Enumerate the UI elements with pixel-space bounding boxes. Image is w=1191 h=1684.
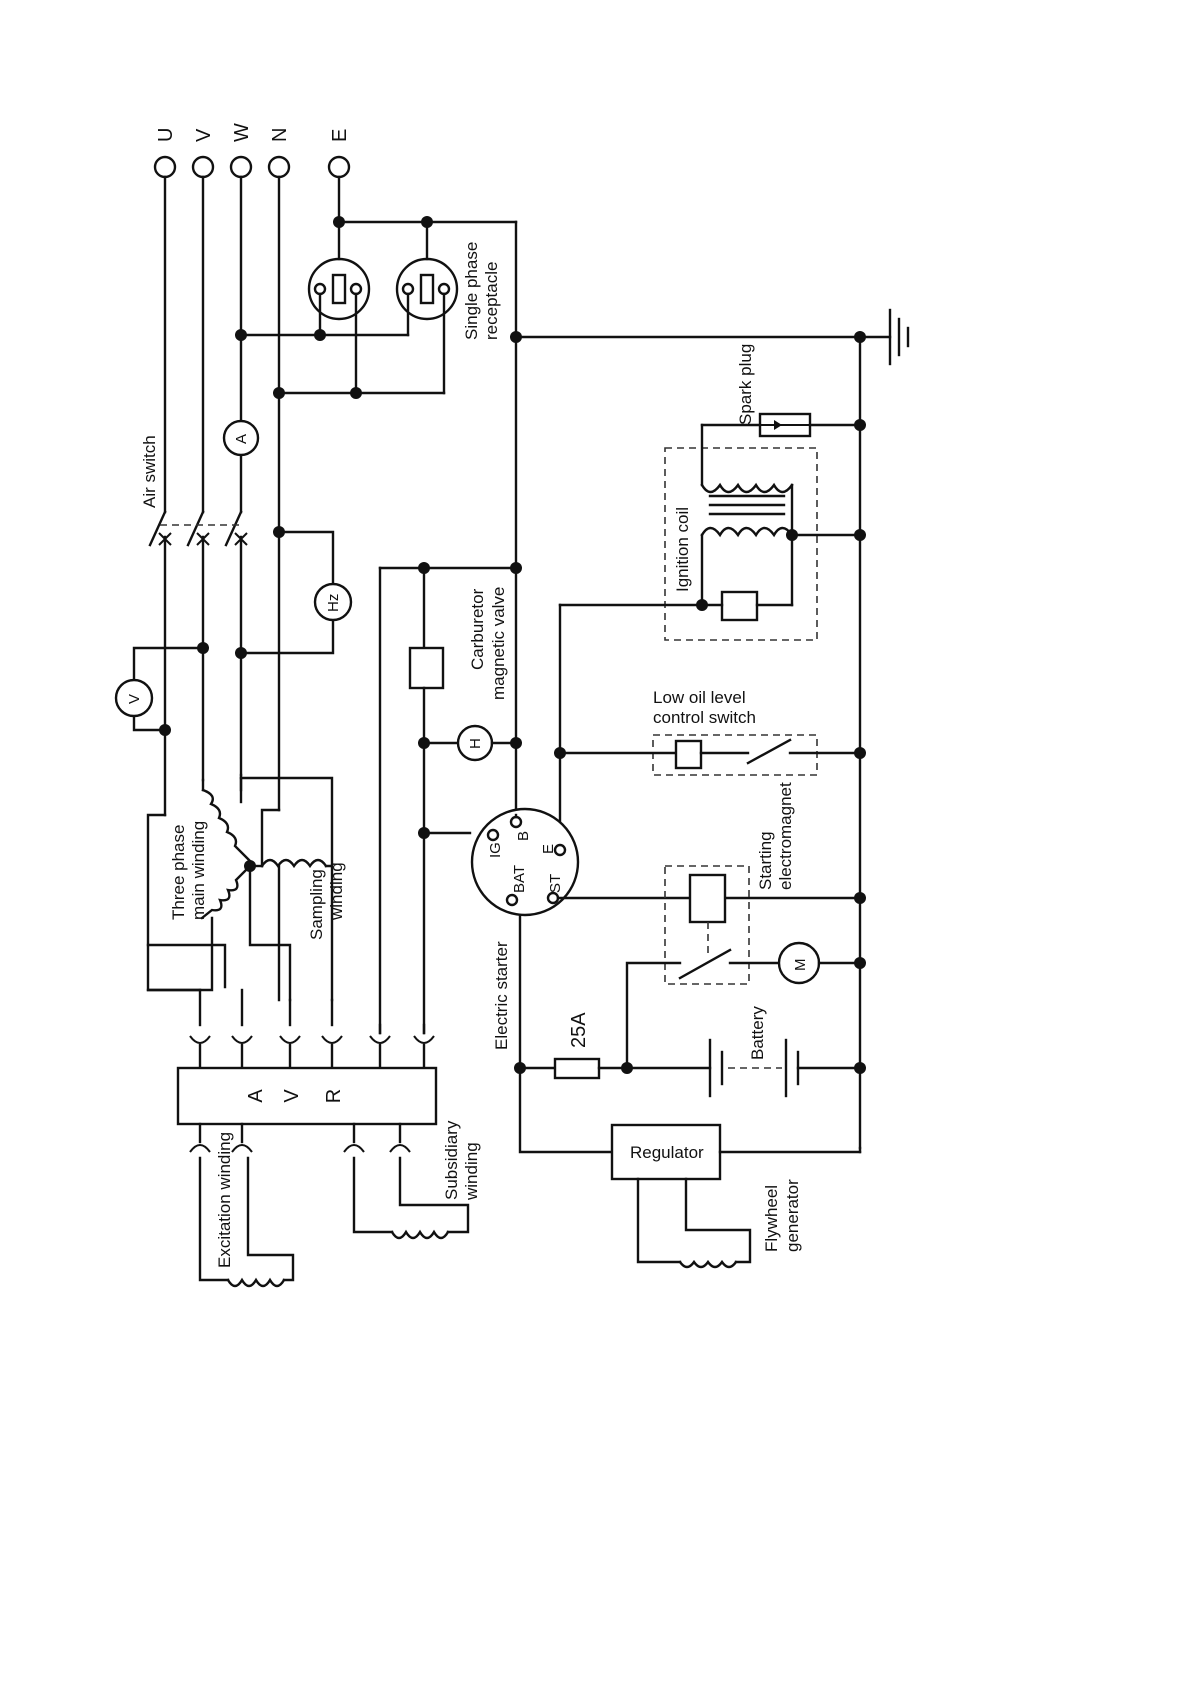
terminal-label-e: E: [329, 129, 351, 142]
avr-label-v: V: [281, 1089, 303, 1103]
three-phase-label-1: Three phase: [169, 825, 188, 920]
air-switch: Air switch: [140, 435, 248, 547]
low-oil-label-1: Low oil level: [653, 688, 746, 707]
starter-terminal-e: E: [540, 844, 557, 854]
terminal-label-n: N: [269, 128, 291, 142]
excitation-winding: Excitation winding: [198, 1132, 295, 1288]
ammeter: A: [222, 419, 260, 457]
low-oil-label-2: control switch: [653, 708, 756, 727]
starter-terminal-bat: BAT: [511, 865, 528, 893]
flywheel-label-1: Flywheel: [762, 1185, 781, 1252]
spark-plug: Spark plug: [700, 344, 866, 438]
ground-bus: [510, 220, 910, 1150]
starter-terminal-ig: IG: [487, 842, 504, 858]
subsidiary-label-1: Subsidiary: [442, 1120, 461, 1200]
frequency-meter: Hz: [235, 526, 353, 659]
ignition-coil-label: Ignition coil: [673, 507, 692, 592]
low-oil-switch: Low oil level control switch: [554, 688, 866, 776]
regulator-label: Regulator: [630, 1143, 704, 1162]
air-switch-label: Air switch: [140, 435, 159, 508]
terminal-u: [153, 155, 177, 179]
motor-symbol: M: [792, 959, 809, 972]
frequency-meter-symbol: Hz: [325, 594, 342, 612]
avr-connectors-top: [146, 988, 435, 1070]
carburetor-valve: Carburetor magnetic valve: [378, 562, 522, 1035]
three-phase-main-winding: Three phase main winding Sampling windin…: [146, 773, 346, 1002]
voltmeter: V: [114, 642, 209, 736]
avr-label-r: R: [323, 1089, 345, 1103]
regulator-circuit: Regulator Flywheel generator: [518, 1066, 862, 1269]
output-terminals: U V W N E: [153, 123, 351, 179]
excitation-label: Excitation winding: [215, 1132, 234, 1268]
electric-starter-label: Electric starter: [492, 941, 511, 1050]
starter-terminal-b: B: [515, 831, 532, 841]
ignition-coil: Ignition coil: [558, 423, 866, 852]
hour-meter: H: [418, 724, 522, 839]
battery-label: Battery: [748, 1006, 767, 1060]
receptacle-label-2: receptacle: [482, 262, 501, 340]
voltmeter-symbol: V: [126, 694, 143, 704]
receptacle-label-1: Single phase: [462, 242, 481, 340]
sampling-label-1: Sampling: [307, 869, 326, 940]
carburetor-label-1: Carburetor: [468, 588, 487, 670]
single-phase-receptacles: Single phase receptacle: [235, 216, 518, 399]
avr-label-a: A: [245, 1089, 267, 1103]
terminal-label-w: W: [231, 123, 253, 142]
terminal-v: [191, 155, 215, 179]
starting-label-1: Starting: [756, 831, 775, 890]
electric-starter: IG B E BAT ST Electric starter: [470, 807, 862, 1070]
subsidiary-winding: Subsidiary winding: [352, 1120, 481, 1240]
spark-plug-label: Spark plug: [736, 344, 755, 425]
terminal-label-v: V: [193, 128, 215, 142]
terminal-n: [267, 155, 291, 179]
starting-label-2: electromagnet: [776, 782, 795, 890]
three-phase-label-2: main winding: [189, 821, 208, 920]
avr-box: A V R: [176, 1066, 438, 1126]
flywheel-label-2: generator: [783, 1179, 802, 1252]
battery-circuit: 25A Battery: [514, 1006, 866, 1098]
subsidiary-label-2: winding: [462, 1142, 481, 1201]
hour-meter-symbol: H: [467, 738, 484, 749]
sampling-label-2: winding: [327, 862, 346, 921]
ammeter-symbol: A: [233, 434, 250, 444]
fuse-label: 25A: [568, 1012, 590, 1048]
starting-electromagnet: M Starting electromagnet: [625, 782, 866, 1070]
terminal-w: [229, 155, 253, 179]
terminal-e: [327, 155, 351, 179]
starter-terminal-st: ST: [547, 874, 564, 893]
avr-connectors-bottom: [189, 1122, 411, 1153]
terminal-label-u: U: [155, 128, 177, 142]
carburetor-label-2: magnetic valve: [489, 587, 508, 700]
